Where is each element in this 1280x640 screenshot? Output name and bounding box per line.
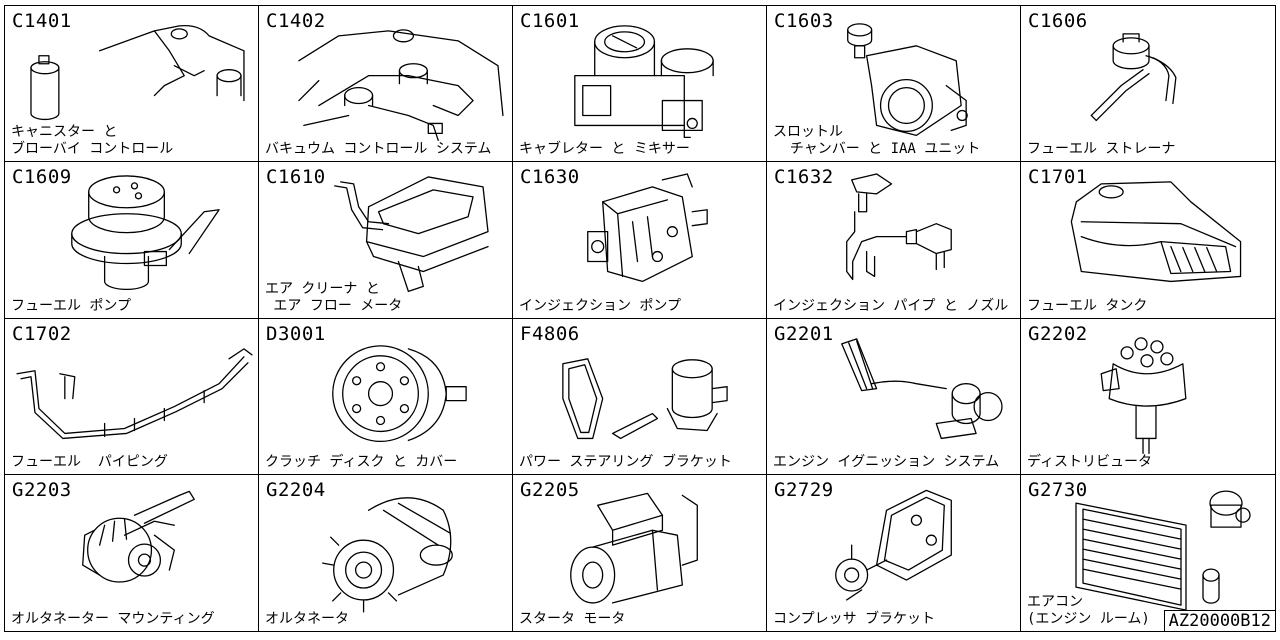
part-code: G2729 (774, 478, 834, 501)
part-cell-c1603[interactable]: C1603 スロットル チャンバー と IAA ユニット (767, 6, 1021, 163)
document-number: AZ20000B12 (1163, 610, 1276, 632)
part-code: G2205 (520, 478, 580, 501)
part-cell-c1610[interactable]: C1610 エア クリーナ と エア フロー メータ (259, 162, 513, 319)
part-cell-c1402[interactable]: C1402 バキュウム コントロール システム (259, 6, 513, 163)
part-label: キャブレター と ミキサー (519, 141, 690, 158)
throttle-chamber-icon (847, 23, 968, 137)
clutch-disc-icon (332, 344, 467, 442)
part-label: フューエル ストレーナ (1027, 141, 1176, 158)
part-code: F4806 (520, 322, 580, 345)
vacuum-control-icon (298, 29, 504, 141)
carburetor-icon (574, 25, 714, 139)
air-conditioner-icon (1075, 490, 1251, 611)
part-label: コンプレッサ ブラケット (773, 611, 936, 627)
part-code: C1601 (520, 10, 580, 32)
part-label: フューエル パイピング (11, 453, 168, 470)
part-cell-c1701[interactable]: C1701 フューエル タンク (1021, 162, 1275, 319)
part-label: フューエル ポンプ (11, 297, 132, 314)
part-code: C1609 (12, 166, 72, 189)
part-cell-g2202[interactable]: G2202 ディストリビュータ (1021, 319, 1275, 475)
part-cell-g2730[interactable]: G2730 エアコン (エンジン ルーム) (1021, 475, 1275, 631)
part-cell-f4806[interactable]: F4806 パワー ステアリング ブラケット (513, 318, 767, 475)
part-code: C1401 (12, 10, 72, 32)
part-cell-c1630[interactable]: C1630 インジェクション ポンプ (513, 162, 767, 319)
starter-motor-icon (570, 492, 698, 604)
part-cell-c1601[interactable]: C1601 キャブレター と ミキサー (513, 6, 767, 163)
part-label: エアコン (エンジン ルーム) (1027, 594, 1150, 627)
part-label: オルタネーター マウンティング (11, 611, 215, 627)
part-cell-g2205[interactable]: G2205 スタータ モータ (513, 474, 767, 631)
part-cell-g2204[interactable]: G2204 オルタネータ (259, 474, 513, 631)
part-label: キャニスター と ブローバイ コントロール (11, 124, 174, 158)
part-label: ディストリビュータ (1027, 453, 1153, 470)
part-label: インジェクション パイプ と ノズル (773, 297, 1009, 314)
part-code: C1402 (266, 10, 326, 32)
part-code: C1606 (1028, 10, 1088, 32)
parts-index-grid: C1401 キャニスター と ブローバイ コントロール C1402 バキュウム … (4, 5, 1276, 632)
air-cleaner-icon (334, 176, 489, 293)
fuel-tank-icon (1070, 181, 1242, 283)
part-code: C1702 (12, 322, 72, 345)
part-label: バキュウム コントロール システム (265, 141, 492, 158)
fuel-strainer-icon (1090, 33, 1177, 122)
fuel-piping-icon (16, 347, 253, 439)
part-label: エア クリーナ と エア フロー メータ (265, 280, 403, 314)
part-code: G2204 (266, 478, 326, 501)
part-code: G2730 (1028, 478, 1088, 501)
part-cell-c1609[interactable]: C1609 フューエル ポンプ (5, 162, 259, 319)
part-code: C1701 (1028, 166, 1088, 189)
part-label: スロットル チャンバー と IAA ユニット (773, 124, 981, 158)
injection-pipe-nozzle-icon (846, 173, 952, 281)
compressor-bracket-icon (835, 489, 952, 601)
part-cell-c1702[interactable]: C1702 フューエル パイピング (5, 318, 259, 475)
part-cell-g2203[interactable]: G2203 オルタネーター マウンティング (5, 474, 259, 631)
canister-blowby-icon (30, 24, 245, 121)
part-cell-c1606[interactable]: C1606 フューエル ストレーナ (1021, 6, 1275, 163)
part-label: フューエル タンク (1027, 297, 1148, 314)
part-code: C1630 (520, 166, 580, 189)
ignition-system-icon (841, 337, 1003, 439)
part-cell-g2729[interactable]: G2729 コンプレッサ ブラケット (767, 474, 1021, 631)
part-label: オルタネータ (265, 611, 349, 627)
part-label: スタータ モータ (519, 611, 626, 627)
part-code: D3001 (266, 322, 326, 345)
part-cell-c1632[interactable]: C1632 インジェクション パイプ と ノズル (767, 162, 1021, 319)
distributor-icon (1100, 336, 1187, 454)
part-code: C1610 (266, 166, 326, 189)
part-label: インジェクション ポンプ (519, 297, 682, 314)
part-label: エンジン イグニッション システム (773, 453, 1000, 470)
alternator-icon (322, 496, 453, 613)
part-label: パワー ステアリング ブラケット (519, 453, 732, 470)
part-label: クラッチ ディスク と カバー (265, 453, 458, 470)
part-code: C1632 (774, 166, 834, 189)
part-code: G2201 (774, 322, 834, 345)
part-code: G2202 (1028, 322, 1088, 345)
alternator-mounting-icon (82, 490, 195, 583)
part-code: C1603 (774, 10, 834, 32)
injection-pump-icon (587, 173, 708, 283)
power-steering-bracket-icon (562, 357, 728, 439)
part-cell-g2201[interactable]: G2201 エンジン イグニッション システム (767, 318, 1021, 475)
part-cell-d3001[interactable]: D3001 クラッチ ディスク と カバー (259, 318, 513, 475)
part-code: G2203 (12, 478, 72, 501)
fuel-pump-icon (71, 175, 220, 291)
part-cell-c1401[interactable]: C1401 キャニスター と ブローバイ コントロール (5, 6, 259, 163)
